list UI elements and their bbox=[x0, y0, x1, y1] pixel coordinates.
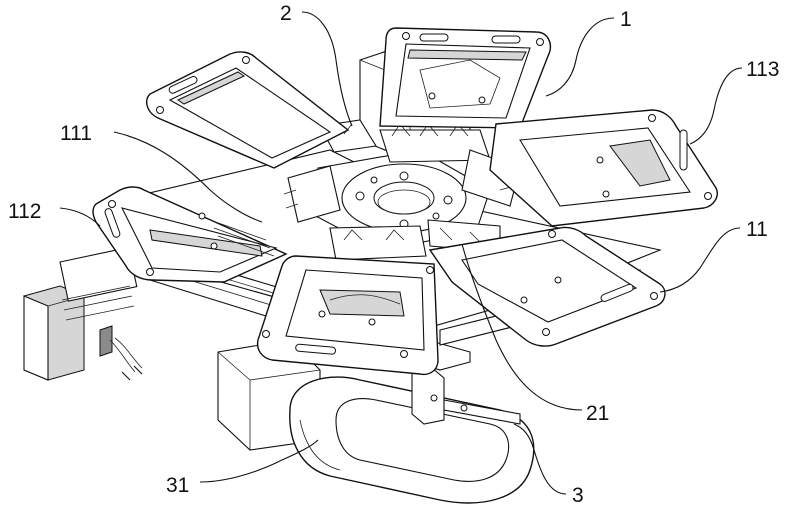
label-3: 3 bbox=[572, 484, 584, 507]
frame-upper-left bbox=[146, 51, 350, 169]
frame-front bbox=[256, 255, 439, 376]
leader-lines bbox=[59, 11, 743, 495]
frame-right bbox=[489, 109, 718, 227]
leader-3 bbox=[513, 423, 567, 495]
label-113: 113 bbox=[746, 58, 779, 81]
leader-112 bbox=[59, 207, 101, 227]
label-11: 11 bbox=[746, 218, 768, 241]
label-2: 2 bbox=[280, 2, 292, 25]
label-31: 31 bbox=[166, 474, 189, 497]
frame-left bbox=[92, 186, 288, 283]
leader-1 bbox=[545, 17, 615, 97]
leader-11 bbox=[659, 227, 741, 293]
leader-21 bbox=[461, 243, 583, 411]
leader-113 bbox=[689, 67, 743, 145]
leader-111 bbox=[113, 131, 263, 223]
reference-labels: 1 2 113 111 112 11 21 31 3 bbox=[8, 2, 779, 507]
label-112: 112 bbox=[8, 200, 41, 223]
stepper-motor bbox=[23, 246, 143, 381]
frame-lower-right bbox=[428, 226, 666, 347]
label-111: 111 bbox=[60, 122, 92, 145]
label-1: 1 bbox=[620, 8, 632, 31]
leader-31 bbox=[199, 439, 319, 483]
frame-top bbox=[379, 27, 552, 129]
bracket bbox=[411, 367, 521, 425]
label-21: 21 bbox=[586, 402, 609, 425]
leader-2 bbox=[301, 11, 353, 127]
